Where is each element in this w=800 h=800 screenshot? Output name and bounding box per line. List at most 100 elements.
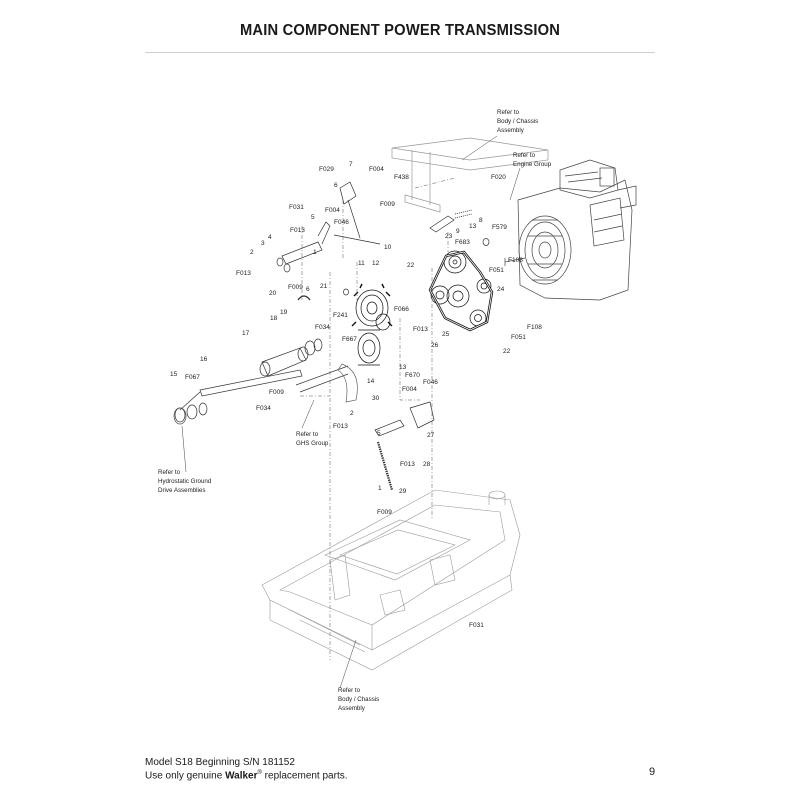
callout: F029 bbox=[319, 166, 334, 173]
callout: 12 bbox=[372, 260, 380, 267]
callout: 14 bbox=[367, 378, 375, 385]
callout: 13 bbox=[469, 223, 477, 230]
callout: 22 bbox=[407, 262, 415, 269]
callout: F241 bbox=[333, 312, 348, 319]
spring-lever-assembly bbox=[374, 401, 435, 491]
engine-assembly bbox=[504, 159, 637, 301]
callout: F046 bbox=[334, 219, 349, 226]
callout: 8 bbox=[479, 217, 483, 224]
svg-text:Hydrostatic Ground: Hydrostatic Ground bbox=[158, 478, 212, 485]
callout: 15 bbox=[170, 371, 178, 378]
page-footer: Model S18 Beginning S/N 181152 Use only … bbox=[145, 757, 348, 781]
callout: 17 bbox=[242, 330, 250, 337]
callout: 16 bbox=[200, 356, 208, 363]
svg-text:Assembly: Assembly bbox=[338, 705, 366, 712]
callout: F013 bbox=[413, 326, 428, 333]
callout: F020 bbox=[491, 174, 506, 181]
callout: F066 bbox=[394, 306, 409, 313]
svg-text:GHS Group: GHS Group bbox=[296, 440, 329, 447]
callout: 7 bbox=[349, 161, 353, 168]
callout: F004 bbox=[369, 166, 384, 173]
callout: F009 bbox=[288, 284, 303, 291]
reference-engine-group: Refer to Engine Group bbox=[513, 152, 552, 168]
callout: 25 bbox=[442, 331, 450, 338]
callout: 1 bbox=[313, 249, 317, 256]
callout: F013 bbox=[236, 270, 251, 277]
callout: 13 bbox=[399, 364, 407, 371]
callout: F438 bbox=[394, 174, 409, 181]
genuine-parts-line: Use only genuine Walker® replacement par… bbox=[145, 770, 348, 782]
callout: 22 bbox=[503, 348, 511, 355]
callout: 23 bbox=[445, 233, 453, 240]
callout: F046 bbox=[423, 379, 438, 386]
page-number: 9 bbox=[649, 766, 656, 778]
callout: 20 bbox=[269, 290, 277, 297]
page-title: MAIN COMPONENT POWER TRANSMISSION bbox=[239, 22, 561, 39]
callout: 2 bbox=[250, 249, 254, 256]
callout: F009 bbox=[380, 201, 395, 208]
callout: F579 bbox=[492, 224, 507, 231]
reference-ghs-group: Refer to GHS Group bbox=[296, 431, 329, 447]
reference-hydrostatic-drive: Refer to Hydrostatic Ground Drive Assemb… bbox=[158, 469, 212, 494]
callout: F034 bbox=[256, 405, 271, 412]
callout: F004 bbox=[402, 386, 417, 393]
callout: F034 bbox=[315, 324, 330, 331]
callout: F683 bbox=[455, 239, 470, 246]
callout: 10 bbox=[384, 244, 392, 251]
callout: F031 bbox=[289, 204, 304, 211]
callout: F108 bbox=[508, 257, 523, 264]
belt-pulley-assembly-left bbox=[351, 283, 393, 366]
callout: F031 bbox=[469, 622, 484, 629]
callout: F013 bbox=[400, 461, 415, 468]
callout: 26 bbox=[431, 342, 439, 349]
callout: F013 bbox=[290, 227, 305, 234]
callout: 5 bbox=[311, 214, 315, 221]
callout: 30 bbox=[372, 395, 380, 402]
callout: 3 bbox=[261, 240, 265, 247]
svg-text:Refer to: Refer to bbox=[296, 431, 319, 438]
callout: F009 bbox=[269, 389, 284, 396]
callout: 24 bbox=[497, 286, 505, 293]
brand-name: Walker bbox=[225, 770, 258, 782]
chassis-frame bbox=[261, 489, 521, 671]
svg-text:Drive Assemblies: Drive Assemblies bbox=[158, 487, 205, 494]
svg-text:Body / Chassis: Body / Chassis bbox=[497, 118, 538, 125]
callout: 9 bbox=[456, 228, 460, 235]
callout: 4 bbox=[268, 234, 272, 241]
tension-spring-bracket bbox=[429, 209, 490, 246]
callout: F009 bbox=[377, 509, 392, 516]
svg-text:Assembly: Assembly bbox=[497, 127, 525, 134]
callout: 11 bbox=[358, 260, 365, 267]
part-callouts: F029 7 F004 6 F009 F031 F004 5 F046 F013… bbox=[170, 161, 542, 629]
callout: 27 bbox=[427, 432, 435, 439]
registered-mark: ® bbox=[257, 770, 262, 776]
callout: F667 bbox=[342, 336, 357, 343]
svg-text:Refer to: Refer to bbox=[338, 687, 361, 694]
reference-body-chassis-top: Refer to Body / Chassis Assembly bbox=[497, 109, 538, 134]
callout: 18 bbox=[270, 315, 278, 322]
svg-text:Engine Group: Engine Group bbox=[513, 161, 552, 168]
hydrostatic-disc bbox=[173, 407, 187, 425]
svg-text:Refer to: Refer to bbox=[513, 152, 536, 159]
callout: 1 bbox=[378, 485, 382, 492]
body-chassis-bracket-top bbox=[391, 137, 549, 213]
callout: F067 bbox=[185, 374, 200, 381]
callout: 19 bbox=[280, 309, 288, 316]
callout: 28 bbox=[423, 461, 431, 468]
callout: F051 bbox=[489, 267, 504, 274]
model-line: Model S18 Beginning S/N 181152 bbox=[145, 757, 295, 768]
belt-pulley-assembly-right bbox=[428, 250, 494, 332]
callout: 6 bbox=[334, 182, 338, 189]
svg-text:Body / Chassis: Body / Chassis bbox=[338, 696, 379, 703]
callout: F004 bbox=[325, 207, 340, 214]
callout: F013 bbox=[333, 423, 348, 430]
callout: 2 bbox=[350, 410, 354, 417]
callout: 5 bbox=[377, 430, 381, 437]
svg-text:Refer to: Refer to bbox=[497, 109, 520, 116]
reference-body-chassis-bottom: Refer to Body / Chassis Assembly bbox=[338, 687, 379, 712]
callout: F108 bbox=[527, 324, 542, 331]
callout: 21 bbox=[320, 283, 328, 290]
callout: 6 bbox=[306, 286, 310, 293]
svg-text:Refer to: Refer to bbox=[158, 469, 181, 476]
